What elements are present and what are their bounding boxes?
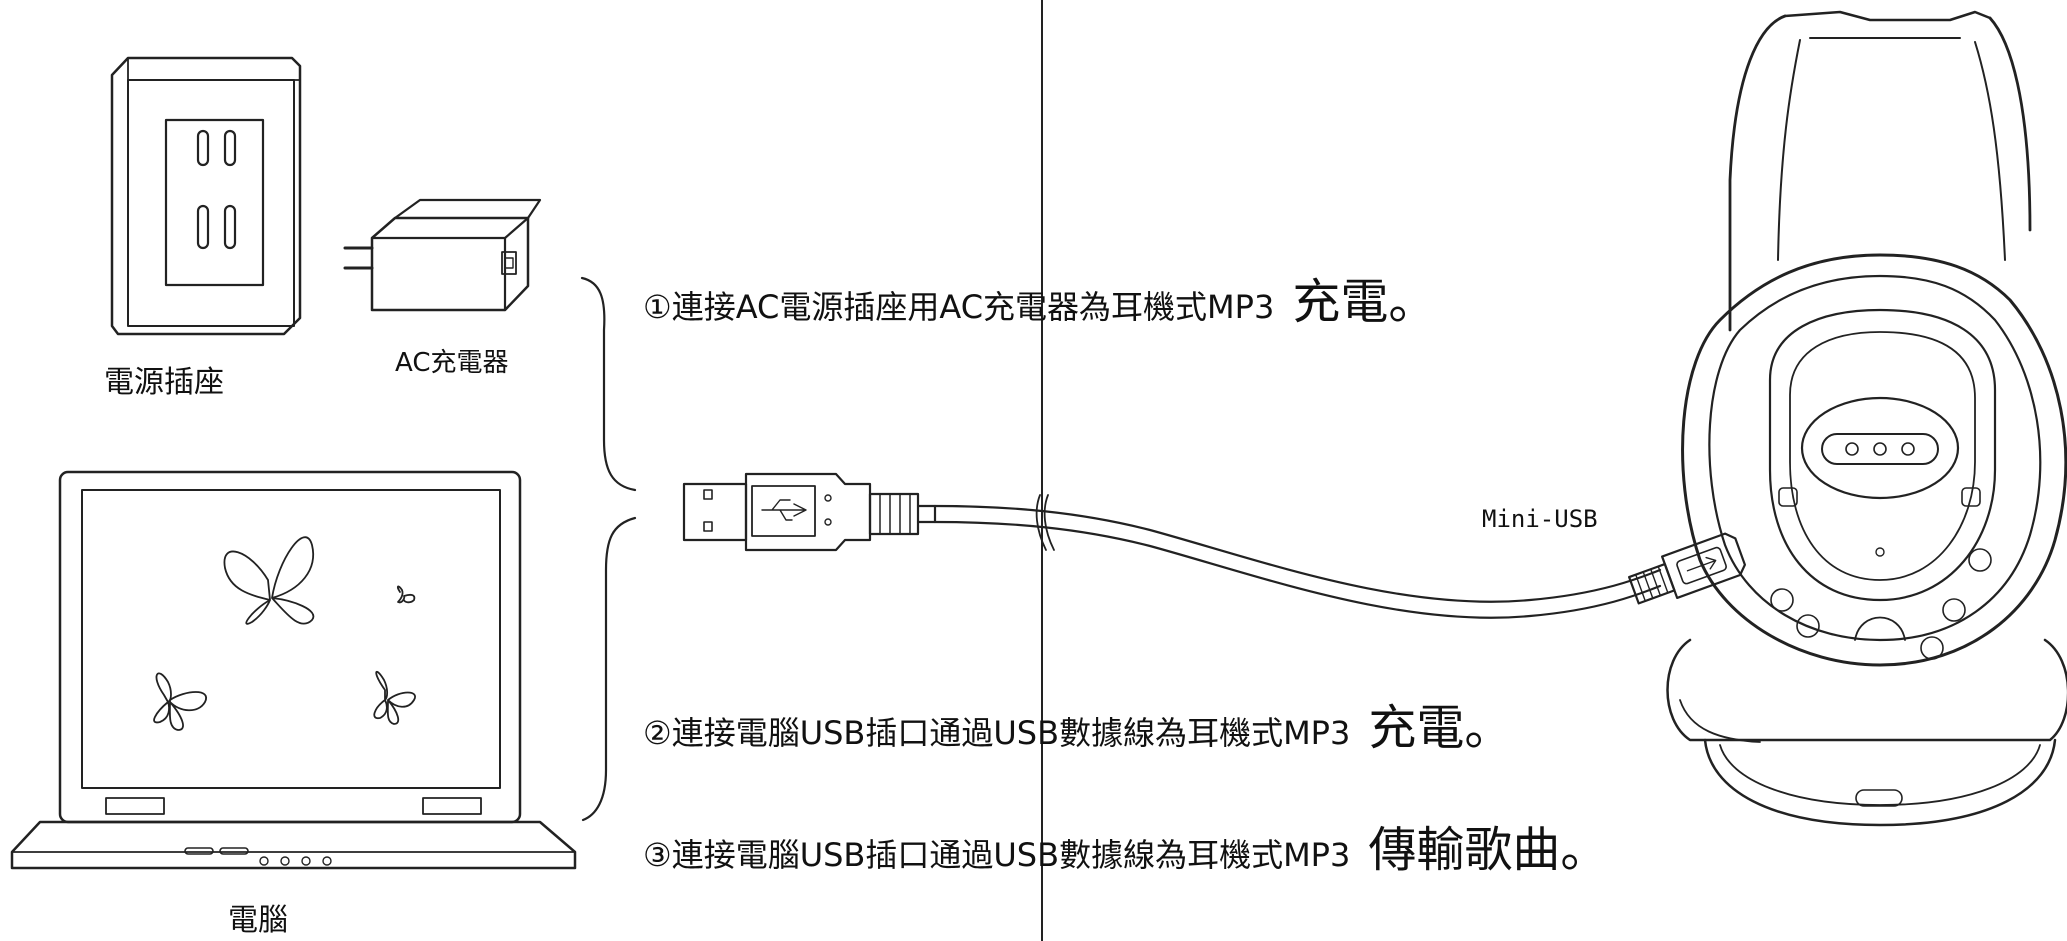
step-3: ③連接電腦USB插口通過USB數據線為耳機式MP3 傳輸歌曲。 (643, 810, 1608, 880)
usb-cable-inner (933, 520, 1662, 619)
usb-cable (933, 504, 1662, 603)
computer-label: 電腦 (228, 903, 288, 938)
brace-lower (581, 516, 637, 822)
step-2-emphasis: 充電。 (1368, 700, 1513, 756)
step-3-emphasis: 傳輸歌曲。 (1368, 822, 1609, 878)
charger-label: AC充電器 (395, 348, 509, 378)
mini-usb-label: Mini-USB (1482, 505, 1598, 533)
laptop-icon (10, 470, 577, 870)
usb-plug-icon (682, 472, 937, 552)
step-1-emphasis: 充電。 (1292, 274, 1437, 330)
step-1-text: ①連接AC電源插座用AC充電器為耳機式MP3 (643, 288, 1275, 326)
step-2: ②連接電腦USB插口通過USB數據線為耳機式MP3 充電。 (643, 688, 1512, 758)
step-2-text: ②連接電腦USB插口通過USB數據線為耳機式MP3 (643, 714, 1351, 752)
ac-charger-icon (343, 198, 542, 312)
headphone-icon (1666, 10, 2067, 827)
step-1: ①連接AC電源插座用AC充電器為耳機式MP3 充電。 (643, 262, 1436, 332)
brace-upper (580, 276, 637, 492)
mini-usb-plug-icon (1628, 532, 1746, 605)
butterfly-icon (153, 536, 416, 731)
wall-socket-icon (110, 56, 302, 336)
step-3-text: ③連接電腦USB插口通過USB數據線為耳機式MP3 (643, 836, 1351, 874)
wall-socket-label: 電源插座 (104, 365, 224, 400)
